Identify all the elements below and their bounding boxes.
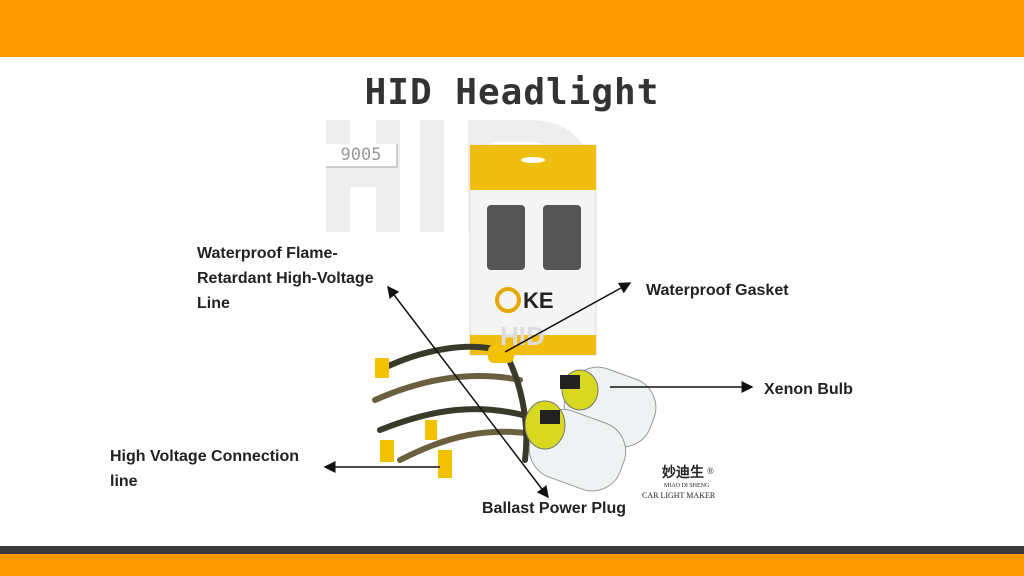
arrow-gasket	[504, 282, 632, 353]
top-banner	[0, 0, 1024, 57]
label-ballast: Ballast Power Plug	[482, 500, 627, 517]
label-flame-line: Waterproof Flame- Retardant High-Voltage…	[197, 241, 374, 316]
label-line: Retardant High-Voltage	[197, 270, 374, 287]
brand-tagline: CAR LIGHT MAKER	[642, 491, 716, 500]
brand-logo: 妙迪生 ® MIAO DI SHENG CAR LIGHT MAKER	[642, 466, 715, 501]
model-tag: 9005	[326, 144, 398, 168]
label-xenon: Xenon Bulb	[764, 381, 853, 398]
registered-mark: ®	[707, 466, 714, 476]
brand-pinyin: MIAO DI SHENG	[664, 483, 710, 489]
callout-arrows	[323, 282, 754, 499]
bottom-banner	[0, 554, 1024, 576]
brand-chinese: 妙迪生	[662, 466, 704, 481]
arrow-flame-line-ballast	[387, 285, 549, 499]
page-title: HID Headlight	[364, 72, 660, 113]
label-gasket: Waterproof Gasket	[646, 282, 789, 299]
label-hv-line: High Voltage Connection line	[110, 444, 299, 494]
label-line: line	[110, 473, 138, 490]
product-box: KE HID	[469, 144, 597, 356]
label-line: Waterproof Flame-	[197, 245, 338, 262]
bottom-stripe	[0, 546, 1024, 554]
package-brand: KE	[523, 288, 554, 313]
label-line: High Voltage Connection	[110, 448, 300, 465]
label-line: Line	[197, 295, 230, 312]
